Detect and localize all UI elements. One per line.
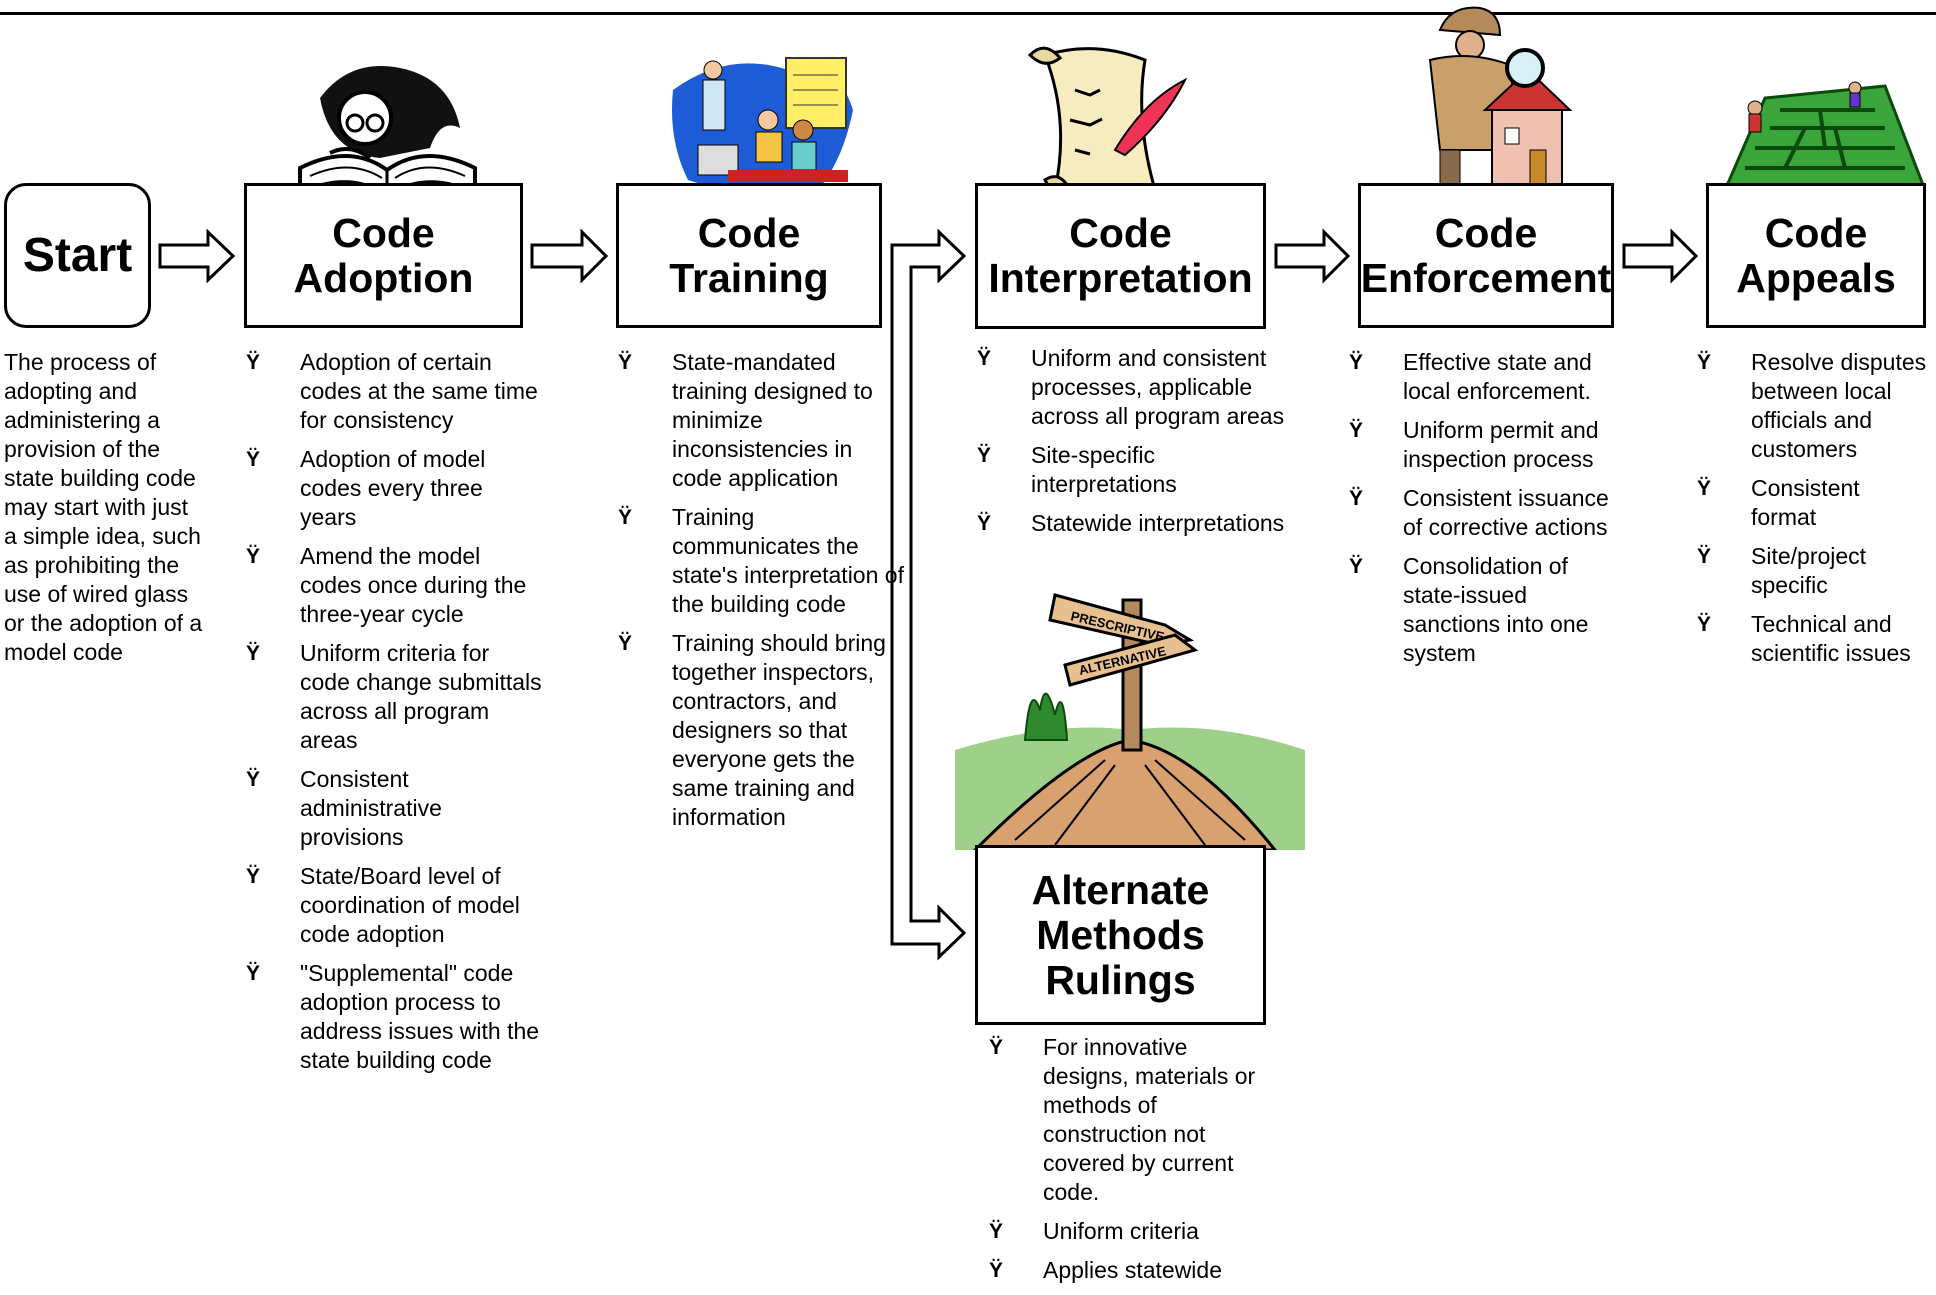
box-title-line2: Interpretation xyxy=(988,255,1253,301)
flow-arrow-icon xyxy=(158,228,236,284)
bullet-icon: Ÿ xyxy=(1349,555,1364,578)
inspector-house-icon xyxy=(1428,6,1573,196)
bullet-icon: Ÿ xyxy=(989,1259,1004,1282)
box-title-line2: Enforcement xyxy=(1360,254,1612,301)
box-title-line1: Code xyxy=(697,209,801,256)
start-box: Start xyxy=(4,183,151,328)
bullet-icon: Ÿ xyxy=(977,347,992,370)
bullet-icon: Ÿ xyxy=(246,351,261,374)
bullet-icon: Ÿ xyxy=(977,512,992,535)
bullet-icon: Ÿ xyxy=(618,506,633,529)
bullet-icon: Ÿ xyxy=(246,642,261,665)
box-title-line1: Alternate xyxy=(1031,866,1210,913)
bullet-icon: Ÿ xyxy=(1349,351,1364,374)
box-title-line2: Training xyxy=(669,254,829,301)
bullet-icon: Ÿ xyxy=(1349,487,1364,510)
top-rule xyxy=(0,12,1936,15)
bullet-icon: Ÿ xyxy=(246,448,261,471)
box-title-line2: Appeals xyxy=(1736,254,1896,301)
bullet-icon: Ÿ xyxy=(618,632,633,655)
list-item: Ÿ"Supplemental" code adoption process to… xyxy=(246,960,540,1073)
box-title-line2: Adoption xyxy=(293,254,474,301)
reader-clipart-icon xyxy=(298,66,477,199)
bullet-icon: Ÿ xyxy=(246,865,261,888)
bullet-icon: Ÿ xyxy=(1349,419,1364,442)
bullet-icon: Ÿ xyxy=(1697,477,1712,500)
bullet-icon: Ÿ xyxy=(1697,351,1712,374)
flow-arrow-icon xyxy=(1274,228,1351,284)
bullet-icon: Ÿ xyxy=(618,351,633,374)
signpost-icon: PRESCRIPTIVE ALTERNATIVE xyxy=(955,593,1305,850)
bullet-icon: Ÿ xyxy=(989,1220,1004,1243)
bullet-icon: Ÿ xyxy=(246,768,261,791)
maze-icon xyxy=(1725,81,1925,190)
box-title-line2: Methods xyxy=(1036,911,1205,958)
branch-arrow-icon xyxy=(890,228,967,961)
box-title-line1: Code xyxy=(1069,210,1172,256)
box-title-line3: Rulings xyxy=(1045,956,1196,1003)
flow-arrow-icon xyxy=(1622,228,1699,284)
bullet-icon: Ÿ xyxy=(977,444,992,467)
flow-arrow-icon xyxy=(530,228,609,284)
bullet-icon: Ÿ xyxy=(246,962,261,985)
box-title-line1: Code xyxy=(1764,209,1868,256)
training-clipart-icon xyxy=(672,57,853,194)
bullet-icon: Ÿ xyxy=(246,545,261,568)
bullet-icon: Ÿ xyxy=(989,1036,1004,1059)
box-title-line1: Code xyxy=(1434,209,1538,256)
box-title-line1: Code xyxy=(332,209,435,256)
bullet-icon: Ÿ xyxy=(1697,613,1712,636)
scroll-quill-icon xyxy=(1027,46,1188,195)
start-title: Start xyxy=(22,229,133,282)
start-description: The process of adopting and administerin… xyxy=(4,349,203,665)
bullet-icon: Ÿ xyxy=(1697,545,1712,568)
